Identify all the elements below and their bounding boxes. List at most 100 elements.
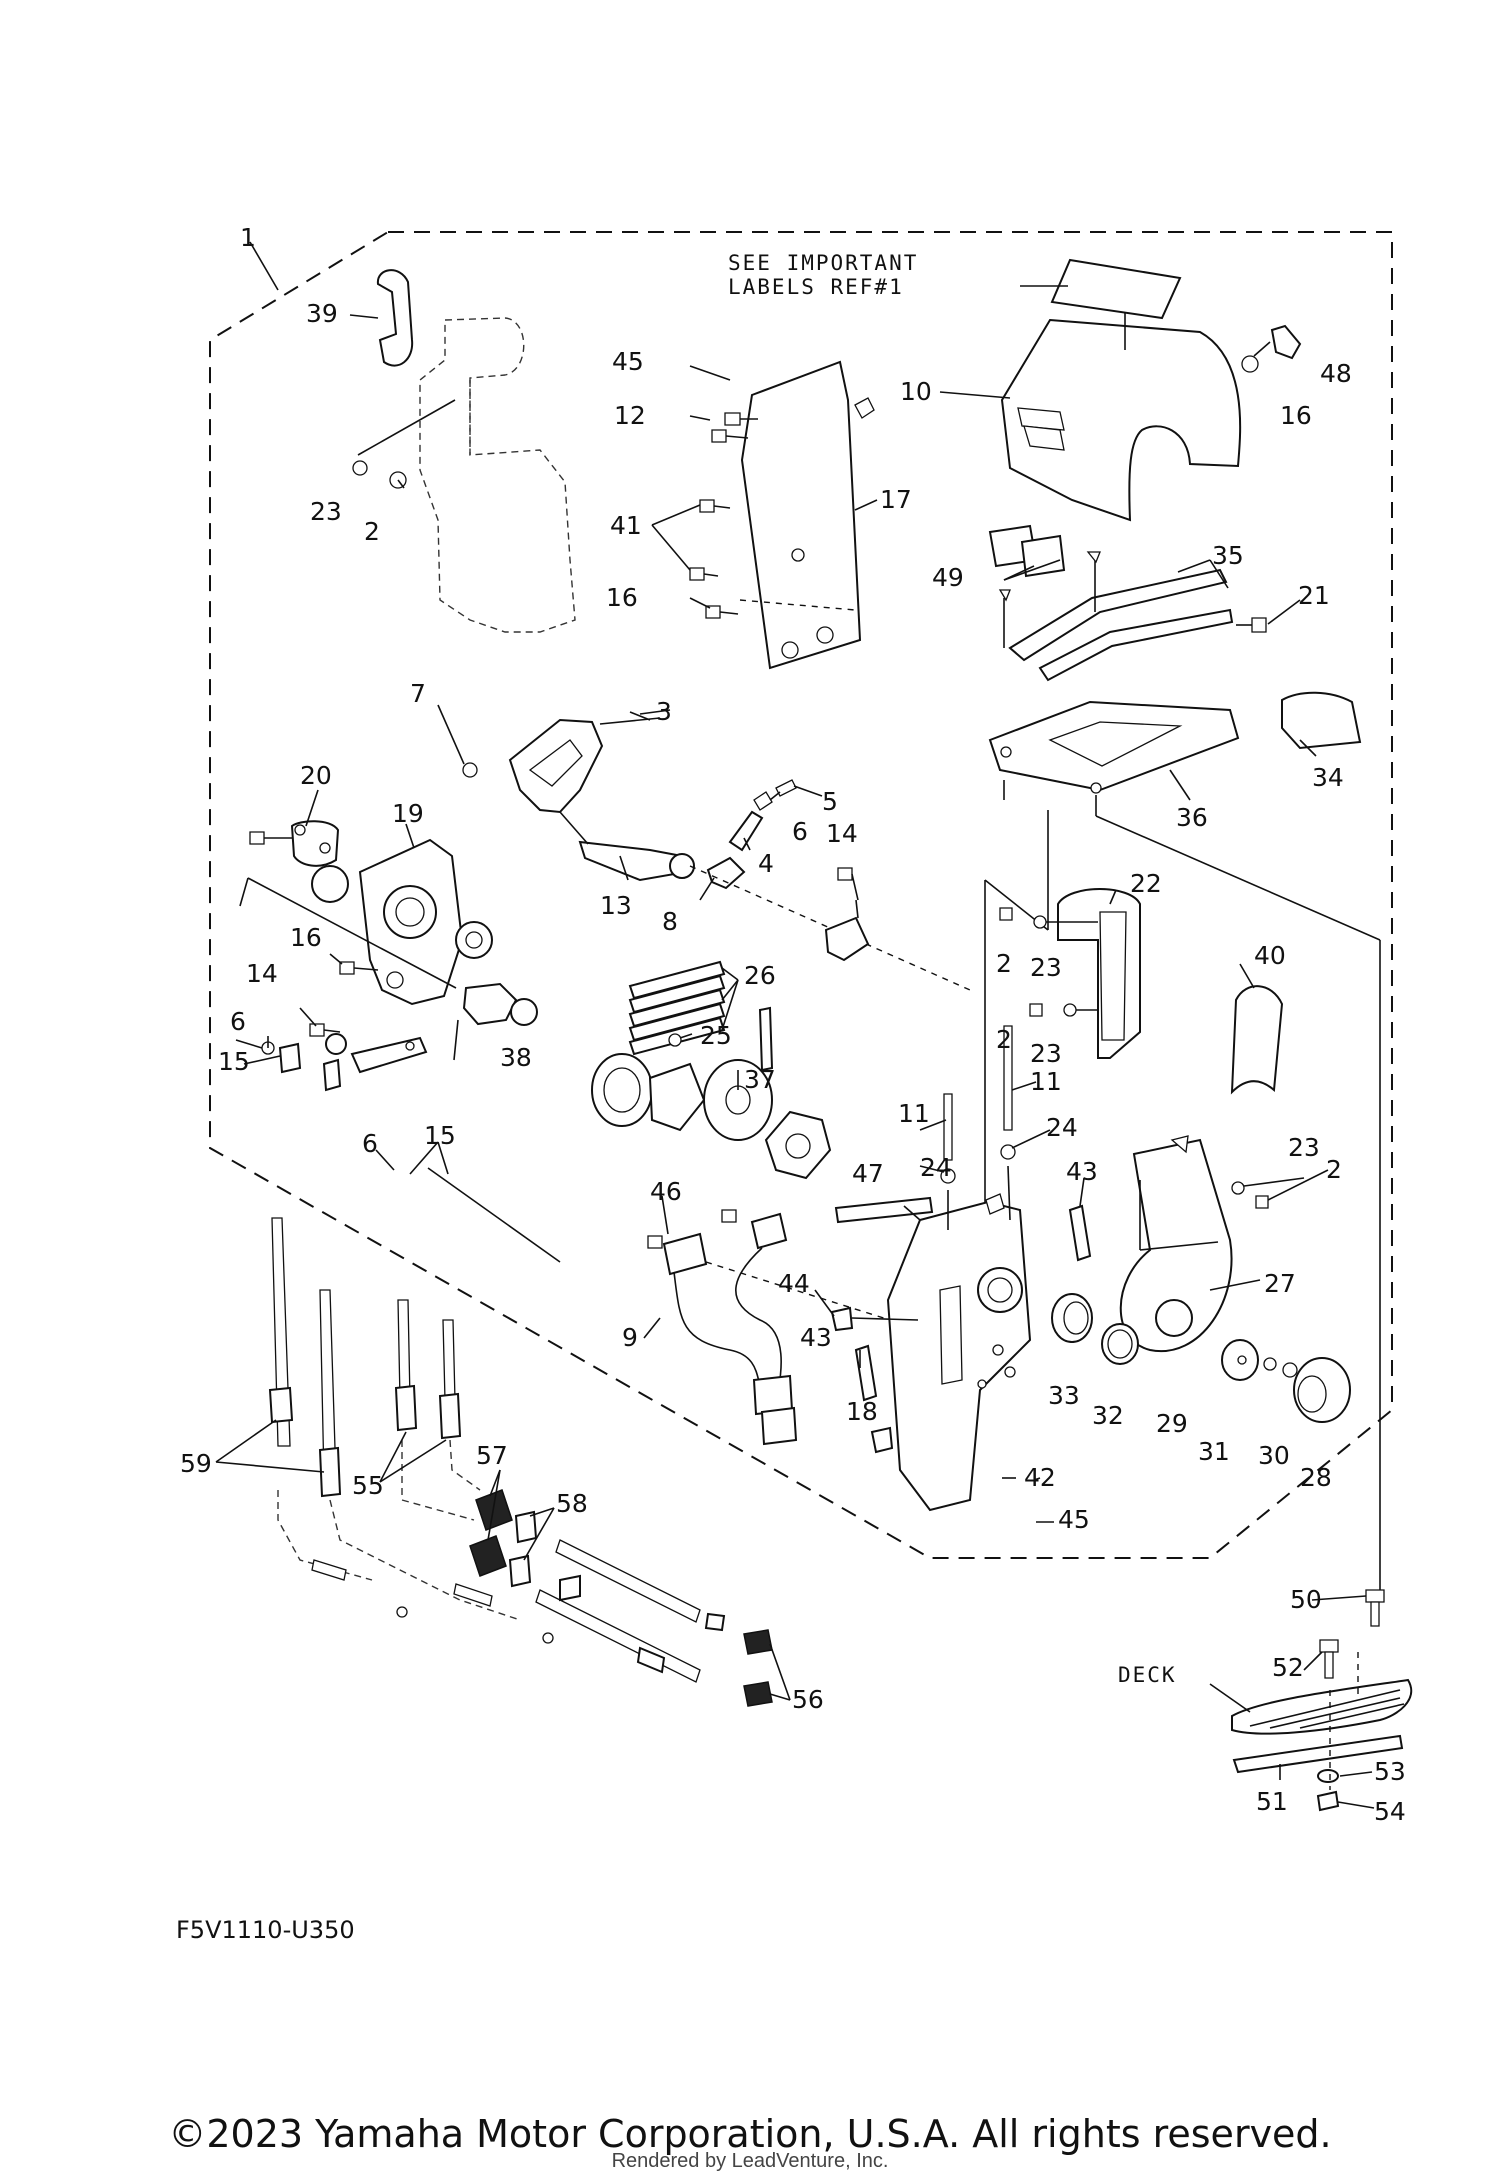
callout-14: 14 bbox=[826, 819, 858, 848]
callout-37: 37 bbox=[744, 1065, 776, 1094]
part-21-screw bbox=[1236, 617, 1267, 633]
callout-2: 2 bbox=[996, 949, 1012, 978]
callout-33: 33 bbox=[1048, 1381, 1080, 1410]
part-46-switches bbox=[647, 1209, 788, 1276]
part-8-bracket bbox=[706, 856, 746, 890]
plate-group-left bbox=[239, 877, 459, 1061]
callout-53: 53 bbox=[1374, 1757, 1406, 1786]
callout-6: 6 bbox=[362, 1129, 378, 1158]
diagram-code: F5V1110-U350 bbox=[176, 1916, 355, 1944]
assembly-boundary bbox=[209, 231, 1393, 1559]
callout-29: 29 bbox=[1156, 1409, 1188, 1438]
part-44-cap bbox=[830, 1306, 854, 1332]
important-note-line2: LABELS REF#1 bbox=[728, 275, 904, 299]
callout-23: 23 bbox=[1288, 1133, 1320, 1162]
part-14-screw-right bbox=[837, 867, 859, 901]
part-3-bracket bbox=[508, 718, 604, 814]
part-59-cables bbox=[268, 1217, 342, 1498]
part-37-washer bbox=[648, 1059, 773, 1141]
part-27-lever bbox=[1119, 1135, 1233, 1353]
part-28-knob bbox=[1293, 1357, 1351, 1423]
rendered-by-note: Rendered by LeadVenture, Inc. bbox=[611, 2150, 889, 2172]
callout-34: 34 bbox=[1312, 763, 1344, 792]
callout-11: 11 bbox=[1030, 1067, 1062, 1096]
callout-2: 2 bbox=[1326, 1155, 1342, 1184]
callout-4: 4 bbox=[758, 849, 774, 878]
callout-8: 8 bbox=[662, 907, 678, 936]
callout-13: 13 bbox=[600, 891, 632, 920]
part-14-screw-left bbox=[309, 1023, 341, 1037]
callout-24: 24 bbox=[1046, 1113, 1078, 1142]
callout-49: 49 bbox=[932, 563, 964, 592]
part-52-bolt bbox=[1319, 1639, 1339, 1679]
important-label-sticker bbox=[1050, 258, 1182, 320]
part-48-knob bbox=[1270, 324, 1302, 360]
pin-vertical bbox=[758, 1006, 774, 1072]
callout-59: 59 bbox=[180, 1449, 212, 1478]
callout-35: 35 bbox=[1212, 541, 1244, 570]
seal-ring bbox=[591, 1053, 653, 1127]
gear-wheel bbox=[764, 1110, 832, 1180]
part-13-arm bbox=[578, 840, 695, 882]
callout-26: 26 bbox=[744, 961, 776, 990]
deck-section bbox=[1231, 1678, 1413, 1735]
part-18-block bbox=[870, 1426, 894, 1454]
callout-6: 6 bbox=[792, 817, 808, 846]
part-29-washer bbox=[1221, 1339, 1259, 1381]
callout-15: 15 bbox=[218, 1047, 250, 1076]
label-leaders bbox=[215, 314, 1375, 1809]
callout-25: 25 bbox=[700, 1021, 732, 1050]
part-47-shaft bbox=[834, 1196, 934, 1224]
callout-15: 15 bbox=[424, 1121, 456, 1150]
callout-17: 17 bbox=[880, 485, 912, 514]
part-55-cables bbox=[394, 1299, 462, 1440]
callout-55: 55 bbox=[352, 1471, 384, 1500]
callout-23: 23 bbox=[310, 497, 342, 526]
callout-6: 6 bbox=[230, 1007, 246, 1036]
callout-23: 23 bbox=[1030, 953, 1062, 982]
screws-17 bbox=[689, 412, 856, 619]
part-20-plate bbox=[290, 820, 340, 867]
callout-11: 11 bbox=[898, 1099, 930, 1128]
callout-22: 22 bbox=[1130, 869, 1162, 898]
callout-46: 46 bbox=[650, 1177, 682, 1206]
callout-7: 7 bbox=[410, 679, 426, 708]
callout-31: 31 bbox=[1198, 1437, 1230, 1466]
callout-54: 54 bbox=[1374, 1797, 1406, 1826]
callout-48: 48 bbox=[1320, 359, 1352, 388]
part-34-clamp bbox=[1281, 691, 1362, 750]
callout-23: 23 bbox=[1030, 1039, 1062, 1068]
callout-2: 2 bbox=[364, 517, 380, 546]
part-25-ball bbox=[668, 1033, 682, 1047]
callout-5: 5 bbox=[822, 787, 838, 816]
part-35-bracket bbox=[1008, 568, 1234, 682]
part-15-bracket-left bbox=[278, 1036, 428, 1092]
callout-30: 30 bbox=[1258, 1441, 1290, 1470]
callout-19: 19 bbox=[392, 799, 424, 828]
part-10-top-cover bbox=[1000, 318, 1242, 522]
callout-18: 18 bbox=[846, 1397, 878, 1426]
callout-51: 51 bbox=[1256, 1787, 1288, 1816]
callout-16: 16 bbox=[1280, 401, 1312, 430]
screws-2-23-right bbox=[999, 907, 1269, 1209]
part-19-housing bbox=[358, 838, 464, 1006]
callout-56: 56 bbox=[792, 1685, 824, 1714]
callout-43: 43 bbox=[1066, 1157, 1098, 1186]
callout-27: 27 bbox=[1264, 1269, 1296, 1298]
copyright-notice: ©2023 Yamaha Motor Corporation, U.S.A. A… bbox=[168, 2112, 1332, 2156]
part-38-collar bbox=[462, 982, 538, 1026]
callout-50: 50 bbox=[1290, 1585, 1322, 1614]
part-16-screw-left bbox=[339, 961, 379, 975]
throttle-cables bbox=[535, 1539, 726, 1683]
callout-24: 24 bbox=[920, 1153, 952, 1182]
part-number-labels: 1 2 2 2 2 3 4 5 6 6 6 7 8 9 10 11 11 12 … bbox=[176, 223, 1406, 1944]
callout-20: 20 bbox=[300, 761, 332, 790]
part-11-bolts bbox=[943, 1025, 1013, 1161]
part-33-sleeve bbox=[1051, 1293, 1093, 1343]
important-note-line1: SEE IMPORTANT bbox=[728, 251, 918, 275]
part-51-plate bbox=[1232, 1734, 1404, 1774]
part-56-ends bbox=[743, 1629, 773, 1707]
part-4-pin bbox=[728, 791, 773, 852]
part-50-bolt bbox=[1365, 1589, 1385, 1627]
